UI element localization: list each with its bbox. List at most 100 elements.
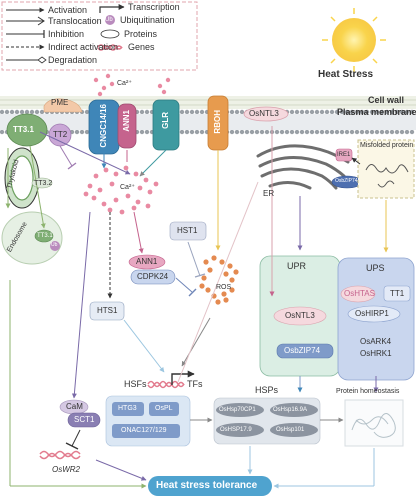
upr-osbzip74-protein xyxy=(276,343,334,359)
lipid-head xyxy=(74,129,80,135)
rboh-label: RBOH xyxy=(213,110,222,134)
glr-label: GLR xyxy=(161,112,170,129)
sct1-label: SCT1 xyxy=(74,415,95,424)
lipid-head xyxy=(384,129,390,135)
lipid-head xyxy=(14,109,20,115)
calcium-ion xyxy=(147,189,153,195)
onac-label: ONAC127/129 xyxy=(121,427,167,434)
lipid-head xyxy=(24,109,30,115)
lipid-head xyxy=(279,129,285,135)
ca-cloud-label: Ca²⁺ xyxy=(120,184,135,191)
lipid-head xyxy=(324,129,330,135)
legend-ubiquitination-label: Ubiquitination xyxy=(120,15,175,25)
upr-osntl3-label: OsNTL3 xyxy=(285,311,315,320)
lipid-head xyxy=(404,129,410,135)
misfolded-protein-box xyxy=(357,139,415,199)
lipid-head xyxy=(314,129,320,135)
ros-particle xyxy=(223,271,229,277)
legend-genes-symbol xyxy=(97,44,123,51)
lipid-head xyxy=(184,129,190,135)
ann1-membrane-protein xyxy=(117,103,137,149)
calcium-ion xyxy=(125,193,131,199)
legend-inhibition-label: Inhibition xyxy=(48,29,85,39)
tt3-1-endosome-label: TT3.1 xyxy=(37,233,53,239)
osbzip74-er-label: OsbZIP74 xyxy=(335,178,358,184)
cdpk24-label: CDPK24 xyxy=(137,272,169,281)
pme-label: PME xyxy=(51,98,69,107)
lipid-head xyxy=(189,109,195,115)
lipid-head xyxy=(364,129,370,135)
lipid-head xyxy=(79,129,85,135)
calcium-ion xyxy=(145,203,151,209)
protein-homeostasis-illustration xyxy=(344,399,404,447)
lipid-head xyxy=(334,129,340,135)
ann1-cytosol-protein xyxy=(128,254,166,270)
legend-inhibition-symbol xyxy=(6,30,45,38)
tt2-label: TT2 xyxy=(53,130,68,139)
calcium-ion xyxy=(97,91,103,97)
lipid-head xyxy=(299,129,305,135)
sct1-protein xyxy=(67,412,101,428)
lipid-head xyxy=(299,109,305,115)
lipid-head xyxy=(304,109,310,115)
pme-protein xyxy=(43,98,83,113)
htg3-label: HTG3 xyxy=(118,405,137,412)
lipid-head xyxy=(324,109,330,115)
ospl-chip xyxy=(149,402,179,416)
lipid-head xyxy=(4,109,10,115)
lipid-head xyxy=(274,129,280,135)
ros-particle xyxy=(199,283,205,289)
sun-icon xyxy=(322,8,386,72)
lipid-head xyxy=(19,109,25,115)
calcium-ion xyxy=(113,197,119,203)
ros-particle xyxy=(207,267,213,273)
lipid-head xyxy=(199,129,205,135)
osark4-label: OsARK4 xyxy=(360,337,392,346)
lipid-head xyxy=(199,109,205,115)
ros-particle xyxy=(233,269,239,275)
hsp-label-2: OsHSP17.9 xyxy=(220,427,252,433)
oshtas-label: OsHTAS xyxy=(344,289,375,298)
legend-indirect-activation-label: Indirect activation xyxy=(48,42,119,52)
ospl-label: OsPL xyxy=(155,405,173,412)
lipid-head xyxy=(294,109,300,115)
tt3-2-label: TT3.2 xyxy=(34,180,53,187)
legend-ubiquitination-symbol xyxy=(105,15,115,25)
heat-tolerance-label: Heat stress tolerance xyxy=(156,480,258,491)
ups-title: UPS xyxy=(366,263,385,273)
upr-title: UPR xyxy=(287,261,307,271)
lipid-head xyxy=(139,109,145,115)
oswr2-label: OsWR2 xyxy=(52,465,80,474)
calcium-ion xyxy=(135,199,141,205)
lipid-head xyxy=(294,129,300,135)
lipid-head xyxy=(329,129,335,135)
lipid-head xyxy=(234,109,240,115)
lipid-head xyxy=(354,129,360,135)
calcium-ion xyxy=(109,81,115,87)
calcium-ion xyxy=(87,183,93,189)
legend-transcription-label: Transcription xyxy=(128,2,180,12)
calcium-ion xyxy=(103,167,109,173)
lipid-head xyxy=(339,109,345,115)
lipid-head xyxy=(254,129,260,135)
calcium-ion xyxy=(133,171,139,177)
ros-particle xyxy=(223,297,229,303)
lipid-head xyxy=(319,129,325,135)
lipid-head xyxy=(284,129,290,135)
lipid-head xyxy=(34,109,40,115)
lipid-head xyxy=(194,109,200,115)
ub-small-label: Ub xyxy=(51,242,58,248)
lipid-head xyxy=(384,109,390,115)
calcium-ion xyxy=(101,85,107,91)
ann1-cytosol-label: ANN1 xyxy=(136,257,158,266)
calcium-ion xyxy=(101,201,107,207)
upr-osbzip74-label: OsbZIP74 xyxy=(284,346,321,355)
cdpk24-protein xyxy=(130,269,176,285)
lipid-head xyxy=(374,109,380,115)
pathway-arrows xyxy=(5,126,389,489)
misfolded-protein-squiggle xyxy=(365,164,409,188)
lipid-head xyxy=(394,109,400,115)
oshirp1-protein xyxy=(347,305,401,323)
lipid-head xyxy=(374,129,380,135)
